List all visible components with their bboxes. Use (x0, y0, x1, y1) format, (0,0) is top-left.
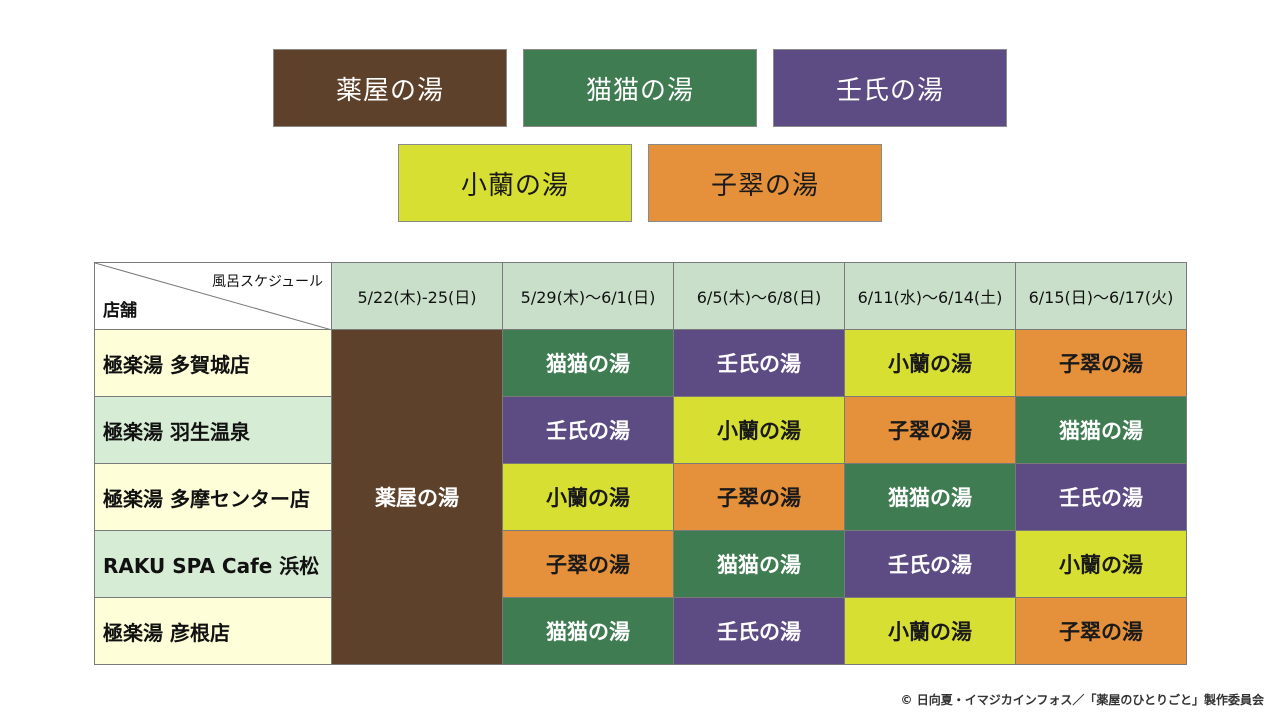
date-header: 6/15(日)～6/17(火) (1015, 262, 1187, 330)
legend-shoran: 小蘭の湯 (398, 144, 632, 222)
bath-cell: 壬氏の湯 (673, 329, 845, 397)
table-corner-header: 風呂スケジュール 店舗 (94, 262, 332, 330)
first-period-bath-cell: 薬屋の湯 (331, 329, 503, 665)
copyright-notice: © 日向夏・イマジカインフォス／「薬屋のひとりごと」製作委員会 (900, 693, 1264, 707)
bath-cell: 小蘭の湯 (844, 329, 1016, 397)
bath-cell: 子翠の湯 (673, 463, 845, 531)
bath-cell: 壬氏の湯 (502, 396, 674, 464)
store-name: 極楽湯 多賀城店 (94, 329, 332, 397)
bath-cell: 子翠の湯 (1015, 597, 1187, 665)
date-header: 5/22(木)-25(日) (331, 262, 503, 330)
bath-cell: 猫猫の湯 (673, 530, 845, 598)
bath-cell: 子翠の湯 (1015, 329, 1187, 397)
table-row: 極楽湯 多賀城店 薬屋の湯 猫猫の湯 壬氏の湯 小蘭の湯 子翠の湯 (94, 329, 1187, 665)
bath-cell: 壬氏の湯 (1015, 463, 1187, 531)
bath-cell: 壬氏の湯 (844, 530, 1016, 598)
bath-cell: 猫猫の湯 (1015, 396, 1187, 464)
date-header: 5/29(木)～6/1(日) (502, 262, 674, 330)
bath-cell: 壬氏の湯 (673, 597, 845, 665)
legend-kusuriya: 薬屋の湯 (273, 49, 507, 127)
schedule-table: 風呂スケジュール 店舗 5/22(木)-25(日) 5/29(木)～6/1(日)… (94, 262, 1187, 665)
bath-cell: 猫猫の湯 (502, 597, 674, 665)
bath-cell: 猫猫の湯 (502, 329, 674, 397)
store-header-label: 店舗 (103, 301, 137, 321)
date-header: 6/11(水)～6/14(土) (844, 262, 1016, 330)
table-row: 極楽湯 彦根店 猫猫の湯 壬氏の湯 小蘭の湯 子翠の湯 (94, 597, 1187, 665)
date-header: 6/5(木)～6/8(日) (673, 262, 845, 330)
corner-diagonal-line (95, 263, 332, 330)
table-row: 極楽湯 羽生温泉 壬氏の湯 小蘭の湯 子翠の湯 猫猫の湯 (94, 396, 1187, 464)
bath-cell: 小蘭の湯 (502, 463, 674, 531)
bath-cell: 猫猫の湯 (844, 463, 1016, 531)
bath-cell: 子翠の湯 (502, 530, 674, 598)
legend-maomao: 猫猫の湯 (523, 49, 757, 127)
store-name: 極楽湯 彦根店 (94, 597, 332, 665)
bath-cell: 小蘭の湯 (673, 396, 845, 464)
bath-cell: 子翠の湯 (844, 396, 1016, 464)
schedule-header-label: 風呂スケジュール (211, 274, 323, 290)
bath-cell: 小蘭の湯 (1015, 530, 1187, 598)
legend-shisui: 子翠の湯 (648, 144, 882, 222)
store-name: 極楽湯 多摩センター店 (94, 463, 332, 531)
table-row: RAKU SPA Cafe 浜松 子翠の湯 猫猫の湯 壬氏の湯 小蘭の湯 (94, 530, 1187, 598)
store-name: 極楽湯 羽生温泉 (94, 396, 332, 464)
bath-cell: 小蘭の湯 (844, 597, 1016, 665)
legend-jinshi: 壬氏の湯 (773, 49, 1007, 127)
store-name: RAKU SPA Cafe 浜松 (94, 530, 332, 598)
header-row: 風呂スケジュール 店舗 5/22(木)-25(日) 5/29(木)～6/1(日)… (94, 262, 1187, 330)
table-row: 極楽湯 多摩センター店 小蘭の湯 子翠の湯 猫猫の湯 壬氏の湯 (94, 463, 1187, 531)
